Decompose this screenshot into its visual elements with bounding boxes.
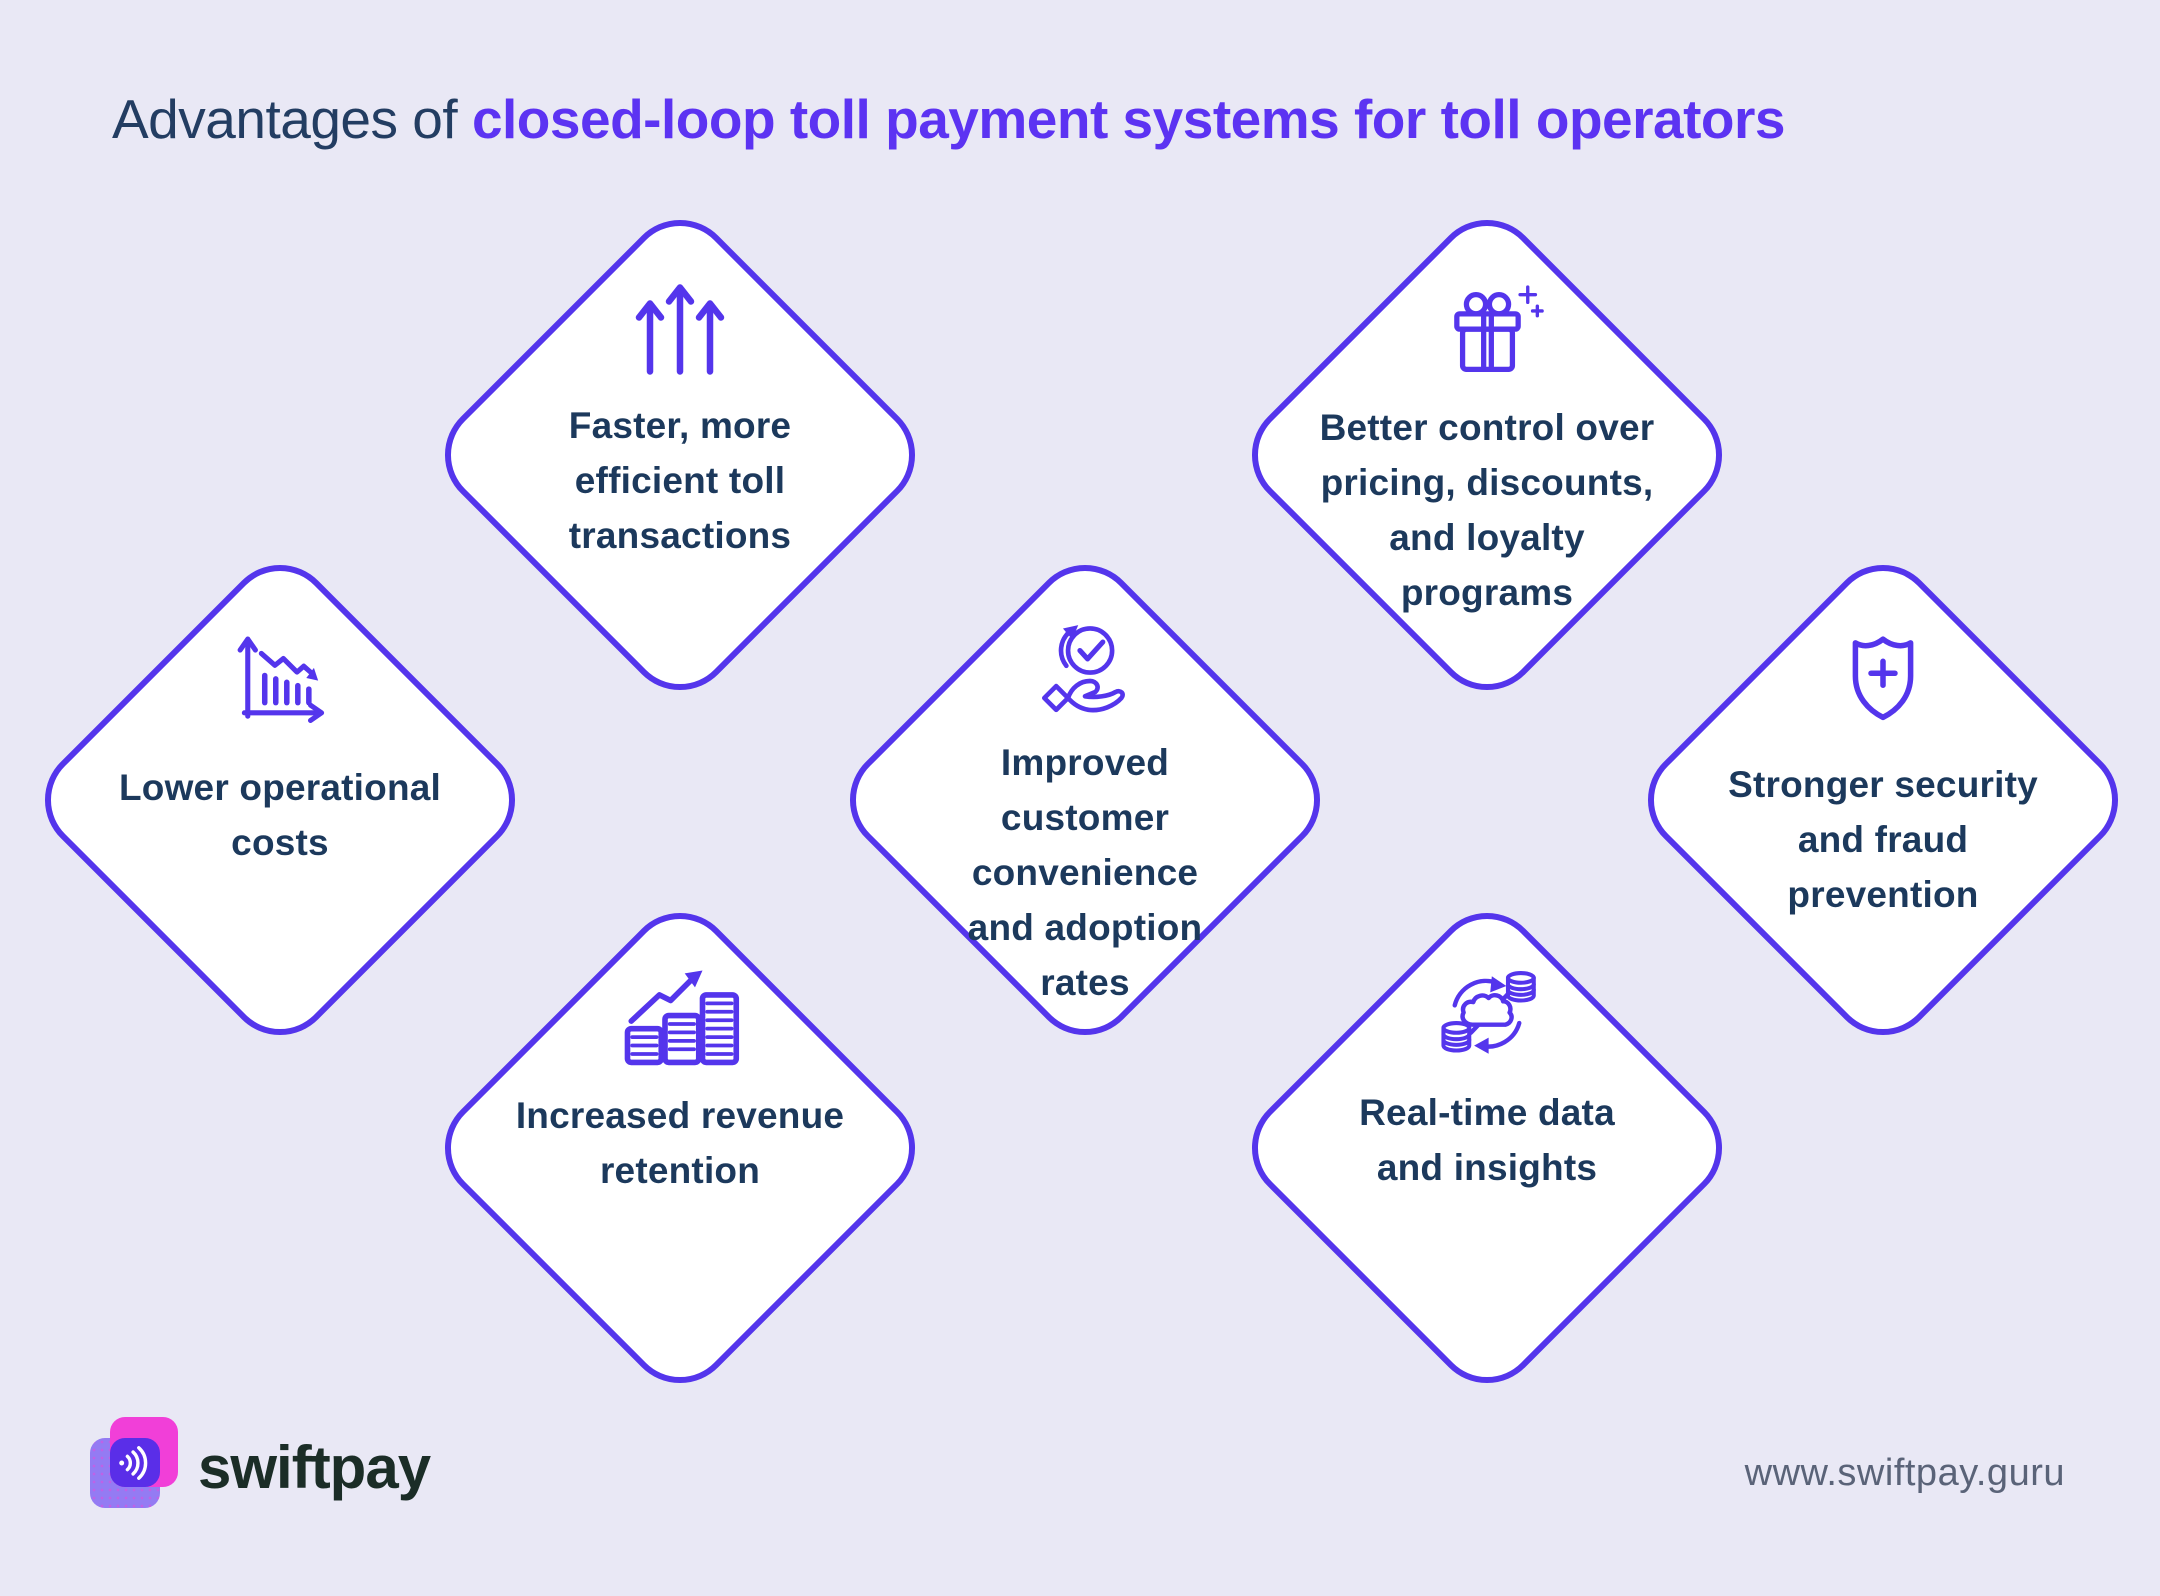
card-line: Real-time data bbox=[1359, 1092, 1615, 1133]
card-line: and adoption bbox=[967, 907, 1203, 948]
card-content-pricing-control: Better control over pricing, discounts, … bbox=[1257, 283, 1717, 620]
card-content-faster-transactions: Faster, more efficient toll transactions bbox=[450, 282, 910, 563]
card-content-security: Stronger security and fraud prevention bbox=[1653, 630, 2113, 922]
hand-checkmark-icon bbox=[1041, 625, 1125, 713]
card-line: convenience bbox=[971, 852, 1199, 893]
logo-overlap-square bbox=[110, 1438, 160, 1487]
card-line: Faster, more bbox=[568, 405, 792, 446]
declining-chart-icon bbox=[237, 636, 325, 723]
card-line: and insights bbox=[1376, 1147, 1598, 1188]
card-text: Stronger security and fraud prevention bbox=[1728, 757, 2038, 922]
card-line: rates bbox=[1040, 962, 1130, 1003]
page-title: Advantages of closed-loop toll payment s… bbox=[112, 84, 1786, 154]
coin-stacks-growth-icon bbox=[624, 970, 740, 1066]
card-content-customer-convenience: Improved customer convenience and adopti… bbox=[855, 620, 1315, 1010]
data-sync-icon bbox=[1441, 971, 1536, 1054]
card-text: Faster, more efficient toll transactions bbox=[569, 398, 791, 563]
card-line: transactions bbox=[568, 515, 792, 556]
brand-name: swiftpay bbox=[198, 1434, 431, 1501]
card-content-lower-costs: Lower operational costs bbox=[50, 628, 510, 870]
card-line: costs bbox=[231, 822, 329, 863]
card-text: Lower operational costs bbox=[119, 760, 441, 870]
gift-icon bbox=[1453, 285, 1544, 373]
card-text: Increased revenue retention bbox=[516, 1088, 844, 1198]
card-line: Lower operational bbox=[118, 767, 442, 808]
shield-plus-icon bbox=[1852, 636, 1914, 721]
card-line: and fraud bbox=[1797, 819, 1969, 860]
card-line: pricing, discounts, bbox=[1320, 462, 1654, 503]
card-line: Better control over bbox=[1319, 407, 1655, 448]
card-text: Better control over pricing, discounts, … bbox=[1320, 400, 1655, 620]
card-line: prevention bbox=[1787, 874, 1979, 915]
card-line: retention bbox=[599, 1150, 761, 1191]
title-highlight: closed-loop toll payment systems for tol… bbox=[471, 88, 1786, 150]
title-prefix: Advantages of bbox=[112, 88, 472, 150]
card-line: customer bbox=[1000, 797, 1170, 838]
up-arrows-icon bbox=[635, 284, 725, 375]
card-content-revenue-retention: Increased revenue retention bbox=[450, 963, 910, 1198]
card-content-realtime-data: Real-time data and insights bbox=[1257, 965, 1717, 1195]
website-url: www.swiftpay.guru bbox=[1744, 1452, 2065, 1494]
card-line: Improved bbox=[1000, 742, 1170, 783]
contactless-icon bbox=[114, 1444, 156, 1482]
card-line: efficient toll bbox=[574, 460, 786, 501]
card-line: Stronger security bbox=[1728, 764, 2038, 805]
brand-logo: swiftpay bbox=[88, 1408, 508, 1528]
card-line: programs bbox=[1400, 572, 1574, 613]
card-line: and loyalty bbox=[1389, 517, 1585, 558]
card-text: Real-time data and insights bbox=[1359, 1085, 1615, 1195]
card-line: Increased revenue bbox=[515, 1095, 845, 1136]
card-text: Improved customer convenience and adopti… bbox=[968, 735, 1203, 1010]
